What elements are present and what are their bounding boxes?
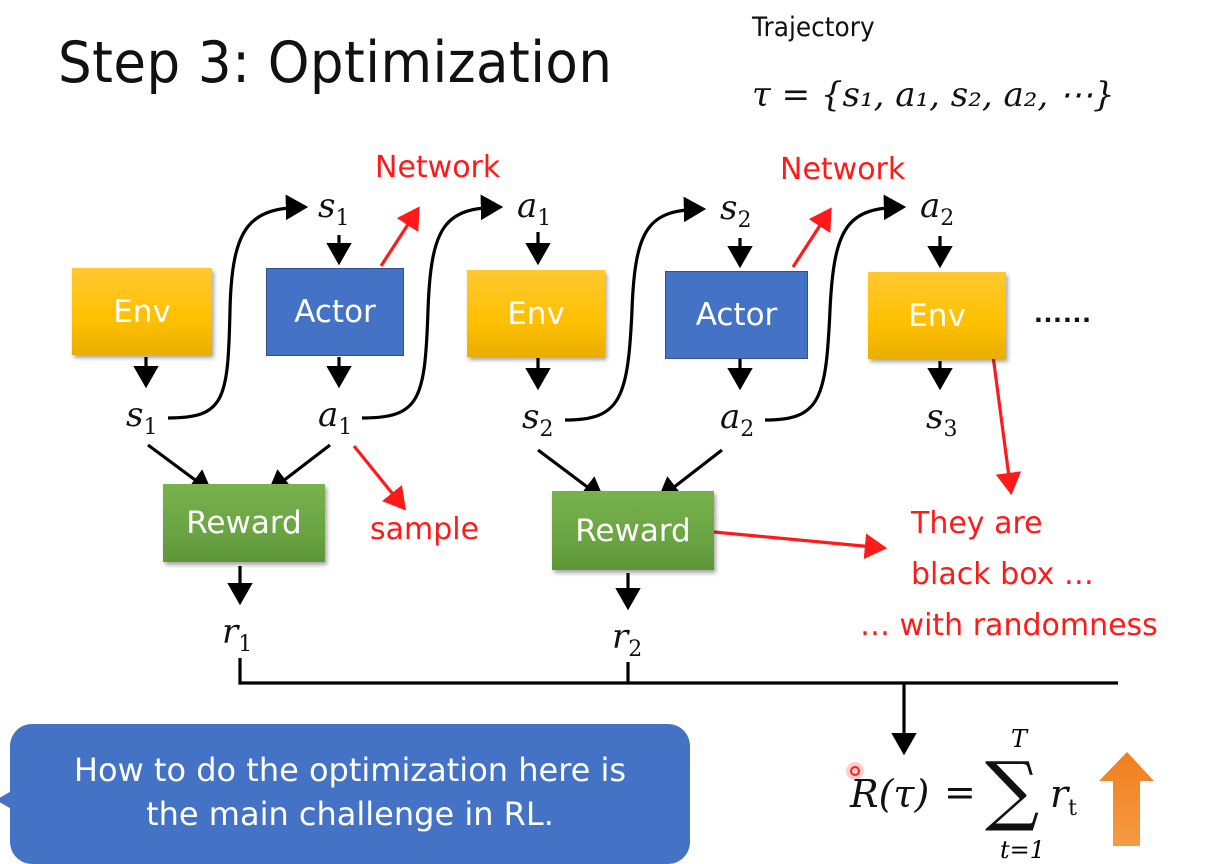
- var-r2: r2: [612, 617, 643, 662]
- curve-s1-to-s1: [167, 194, 309, 420]
- reward-box-2: Reward: [552, 491, 714, 570]
- sum-term: rt: [1050, 772, 1078, 821]
- up-arrow-icon: [1099, 752, 1154, 846]
- arrow-actor2-network: [791, 207, 832, 268]
- curve-s2-to-s2: [564, 196, 707, 422]
- annotation-black-box-line3: … with randomness: [860, 608, 1158, 643]
- env-box-1: Env: [72, 268, 212, 355]
- var-a1-bottom: a1: [318, 395, 353, 440]
- return-lhs: R(τ): [850, 772, 930, 816]
- trajectory-label: Trajectory: [752, 12, 875, 43]
- annotation-black-box-line2: black box …: [911, 557, 1094, 592]
- sum-symbol: ∑: [985, 745, 1040, 834]
- actor-box-1: Actor: [266, 268, 404, 356]
- callout-line-1: How to do the optimization here is: [73, 751, 627, 789]
- arrow-actor1-network: [379, 206, 420, 267]
- annotation-network-2: Network: [780, 152, 906, 187]
- arrow-a1-sample: [352, 444, 407, 511]
- reward-box-1: Reward: [163, 484, 325, 562]
- actor-box-2: Actor: [665, 271, 808, 359]
- var-s1-top: s1: [318, 186, 350, 231]
- var-s3-bottom: s3: [926, 397, 958, 442]
- slide-title: Step 3: Optimization: [58, 30, 613, 96]
- var-r1: r1: [222, 612, 253, 657]
- callout-bubble: How to do the optimization here is the m…: [10, 724, 690, 864]
- cursor-pointer-dot: [846, 762, 864, 780]
- annotation-sample: sample: [370, 512, 480, 547]
- curve-a1-to-a1: [361, 194, 504, 420]
- arrow-env3-blackbox: [988, 332, 1022, 496]
- arrow-s1-reward1: [147, 443, 213, 493]
- var-a2-top: a2: [920, 186, 955, 231]
- var-a1-top: a1: [517, 186, 552, 231]
- sum-lower-limit: t=1: [1000, 836, 1046, 864]
- annotation-black-box-line1: They are: [911, 506, 1043, 541]
- arrow-a1-reward1: [267, 443, 331, 493]
- curve-a2-to-a2: [764, 194, 907, 422]
- callout-line-2: the main challenge in RL.: [146, 795, 554, 833]
- trajectory-formula: τ = {s₁, a₁, s₂, a₂, ⋯}: [752, 75, 1115, 115]
- arrow-s2-reward2: [537, 448, 605, 500]
- continuation-ellipsis: ……: [1033, 296, 1092, 329]
- sum-upper-limit: T: [1011, 725, 1028, 753]
- var-s1-bottom: s1: [126, 395, 158, 440]
- var-s2-bottom: s2: [522, 397, 554, 442]
- sum-bracket: [238, 658, 1118, 685]
- return-equals: =: [944, 770, 976, 814]
- env-box-2: Env: [467, 270, 605, 357]
- arrow-a2-reward2: [657, 448, 723, 500]
- var-a2-bottom: a2: [720, 397, 755, 442]
- var-s2-top: s2: [720, 188, 752, 233]
- annotation-network-1: Network: [375, 150, 501, 185]
- env-box-3: Env: [868, 272, 1006, 359]
- arrow-reward2-blackbox: [713, 530, 888, 559]
